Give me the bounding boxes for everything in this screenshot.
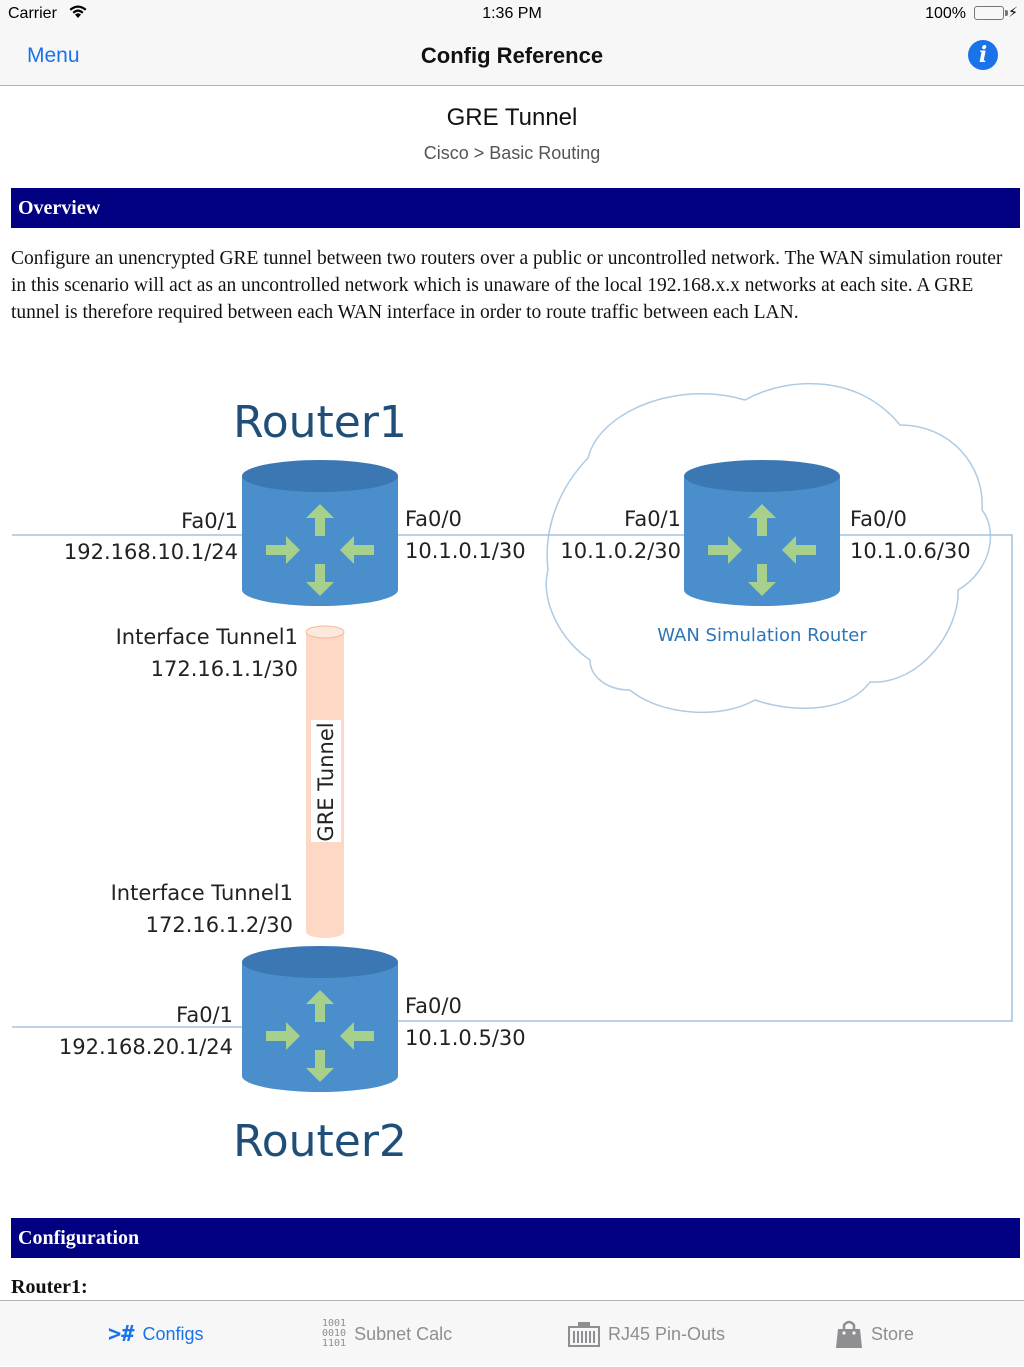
router1-wan-interface: Fa0/0 (405, 507, 462, 531)
carrier-label: Carrier (8, 5, 57, 22)
wan-left-interface: Fa0/1 (624, 507, 681, 531)
tab-subnet-calc-label: Subnet Calc (354, 1323, 453, 1344)
battery-percent: 100% (925, 5, 966, 22)
status-time: 1:36 PM (482, 5, 542, 22)
configuration-section-header: Configuration (11, 1218, 1020, 1258)
wan-router-icon (684, 460, 840, 606)
tab-store-label: Store (871, 1323, 915, 1344)
wan-router2-link (396, 534, 1013, 1022)
document-title: GRE Tunnel (446, 104, 578, 131)
tab-store[interactable]: Store (835, 1301, 914, 1367)
router1-wan-ip: 10.1.0.1/30 (405, 539, 526, 563)
gre-tunnel-label: GRE Tunnel (314, 722, 338, 841)
router2-wan-interface: Fa0/0 (405, 994, 462, 1018)
breadcrumb: Cisco > Basic Routing (423, 143, 601, 163)
hash-prompt-icon: ># (108, 1321, 135, 1347)
router1-lan-ip: 192.168.10.1/24 (64, 540, 238, 564)
overview-section-header: Overview (11, 188, 1020, 228)
battery-icon (974, 6, 1004, 20)
navigation-bar: Menu Config Reference i (0, 28, 1024, 86)
router2-name: Router2 (233, 1116, 407, 1167)
router2-tunnel-interface: Interface Tunnel1 (111, 881, 293, 905)
router1-tunnel-ip: 172.16.1.1/30 (151, 657, 298, 681)
router1-config-heading: Router1: (11, 1276, 88, 1298)
tab-configs[interactable]: ># Configs (108, 1301, 204, 1367)
gre-tunnel-pipe: GRE Tunnel (305, 625, 345, 938)
router2-tunnel-ip: 172.16.1.2/30 (146, 913, 293, 937)
info-icon[interactable]: i (968, 40, 998, 70)
menu-button[interactable]: Menu (27, 44, 80, 67)
wifi-icon (68, 4, 88, 25)
tab-configs-label: Configs (142, 1323, 204, 1344)
router1-lan-interface: Fa0/1 (181, 509, 238, 533)
tab-rj45-label: RJ45 Pin-Outs (608, 1323, 726, 1344)
tab-subnet-calc[interactable]: 1001 0010 1101 Subnet Calc (322, 1301, 452, 1367)
router2-lan-ip: 192.168.20.1/24 (59, 1035, 233, 1059)
overview-paragraph: Configure an unencrypted GRE tunnel betw… (11, 248, 1003, 323)
wan-router-name: WAN Simulation Router (657, 625, 867, 646)
wan-left-ip: 10.1.0.2/30 (560, 539, 681, 563)
status-bar: Carrier 1:36 PM 100% ⚡ (0, 0, 1024, 28)
router2-icon (242, 946, 398, 1092)
tab-rj45-pin-outs[interactable]: RJ45 Pin-Outs (568, 1301, 725, 1367)
network-diagram: GRE Tunnel Router (12, 382, 1013, 1167)
router2-lan-interface: Fa0/1 (176, 1003, 233, 1027)
nav-title: Config Reference (420, 43, 604, 68)
battery-nub (1005, 10, 1008, 16)
wan-right-ip: 10.1.0.6/30 (850, 539, 971, 563)
router1-tunnel-interface: Interface Tunnel1 (116, 625, 298, 649)
tab-bar: ># Configs 1001 0010 1101 Subnet Calc RJ… (0, 1300, 1024, 1366)
shopping-bag-icon (835, 1319, 863, 1349)
router2-wan-ip: 10.1.0.5/30 (405, 1026, 526, 1050)
rj45-icon (568, 1321, 600, 1347)
charging-bolt-icon: ⚡ (1008, 4, 1018, 20)
router1-icon (242, 460, 398, 606)
binary-icon: 1001 0010 1101 (322, 1318, 347, 1349)
wan-right-interface: Fa0/0 (850, 507, 907, 531)
router1-name: Router1 (233, 397, 407, 448)
